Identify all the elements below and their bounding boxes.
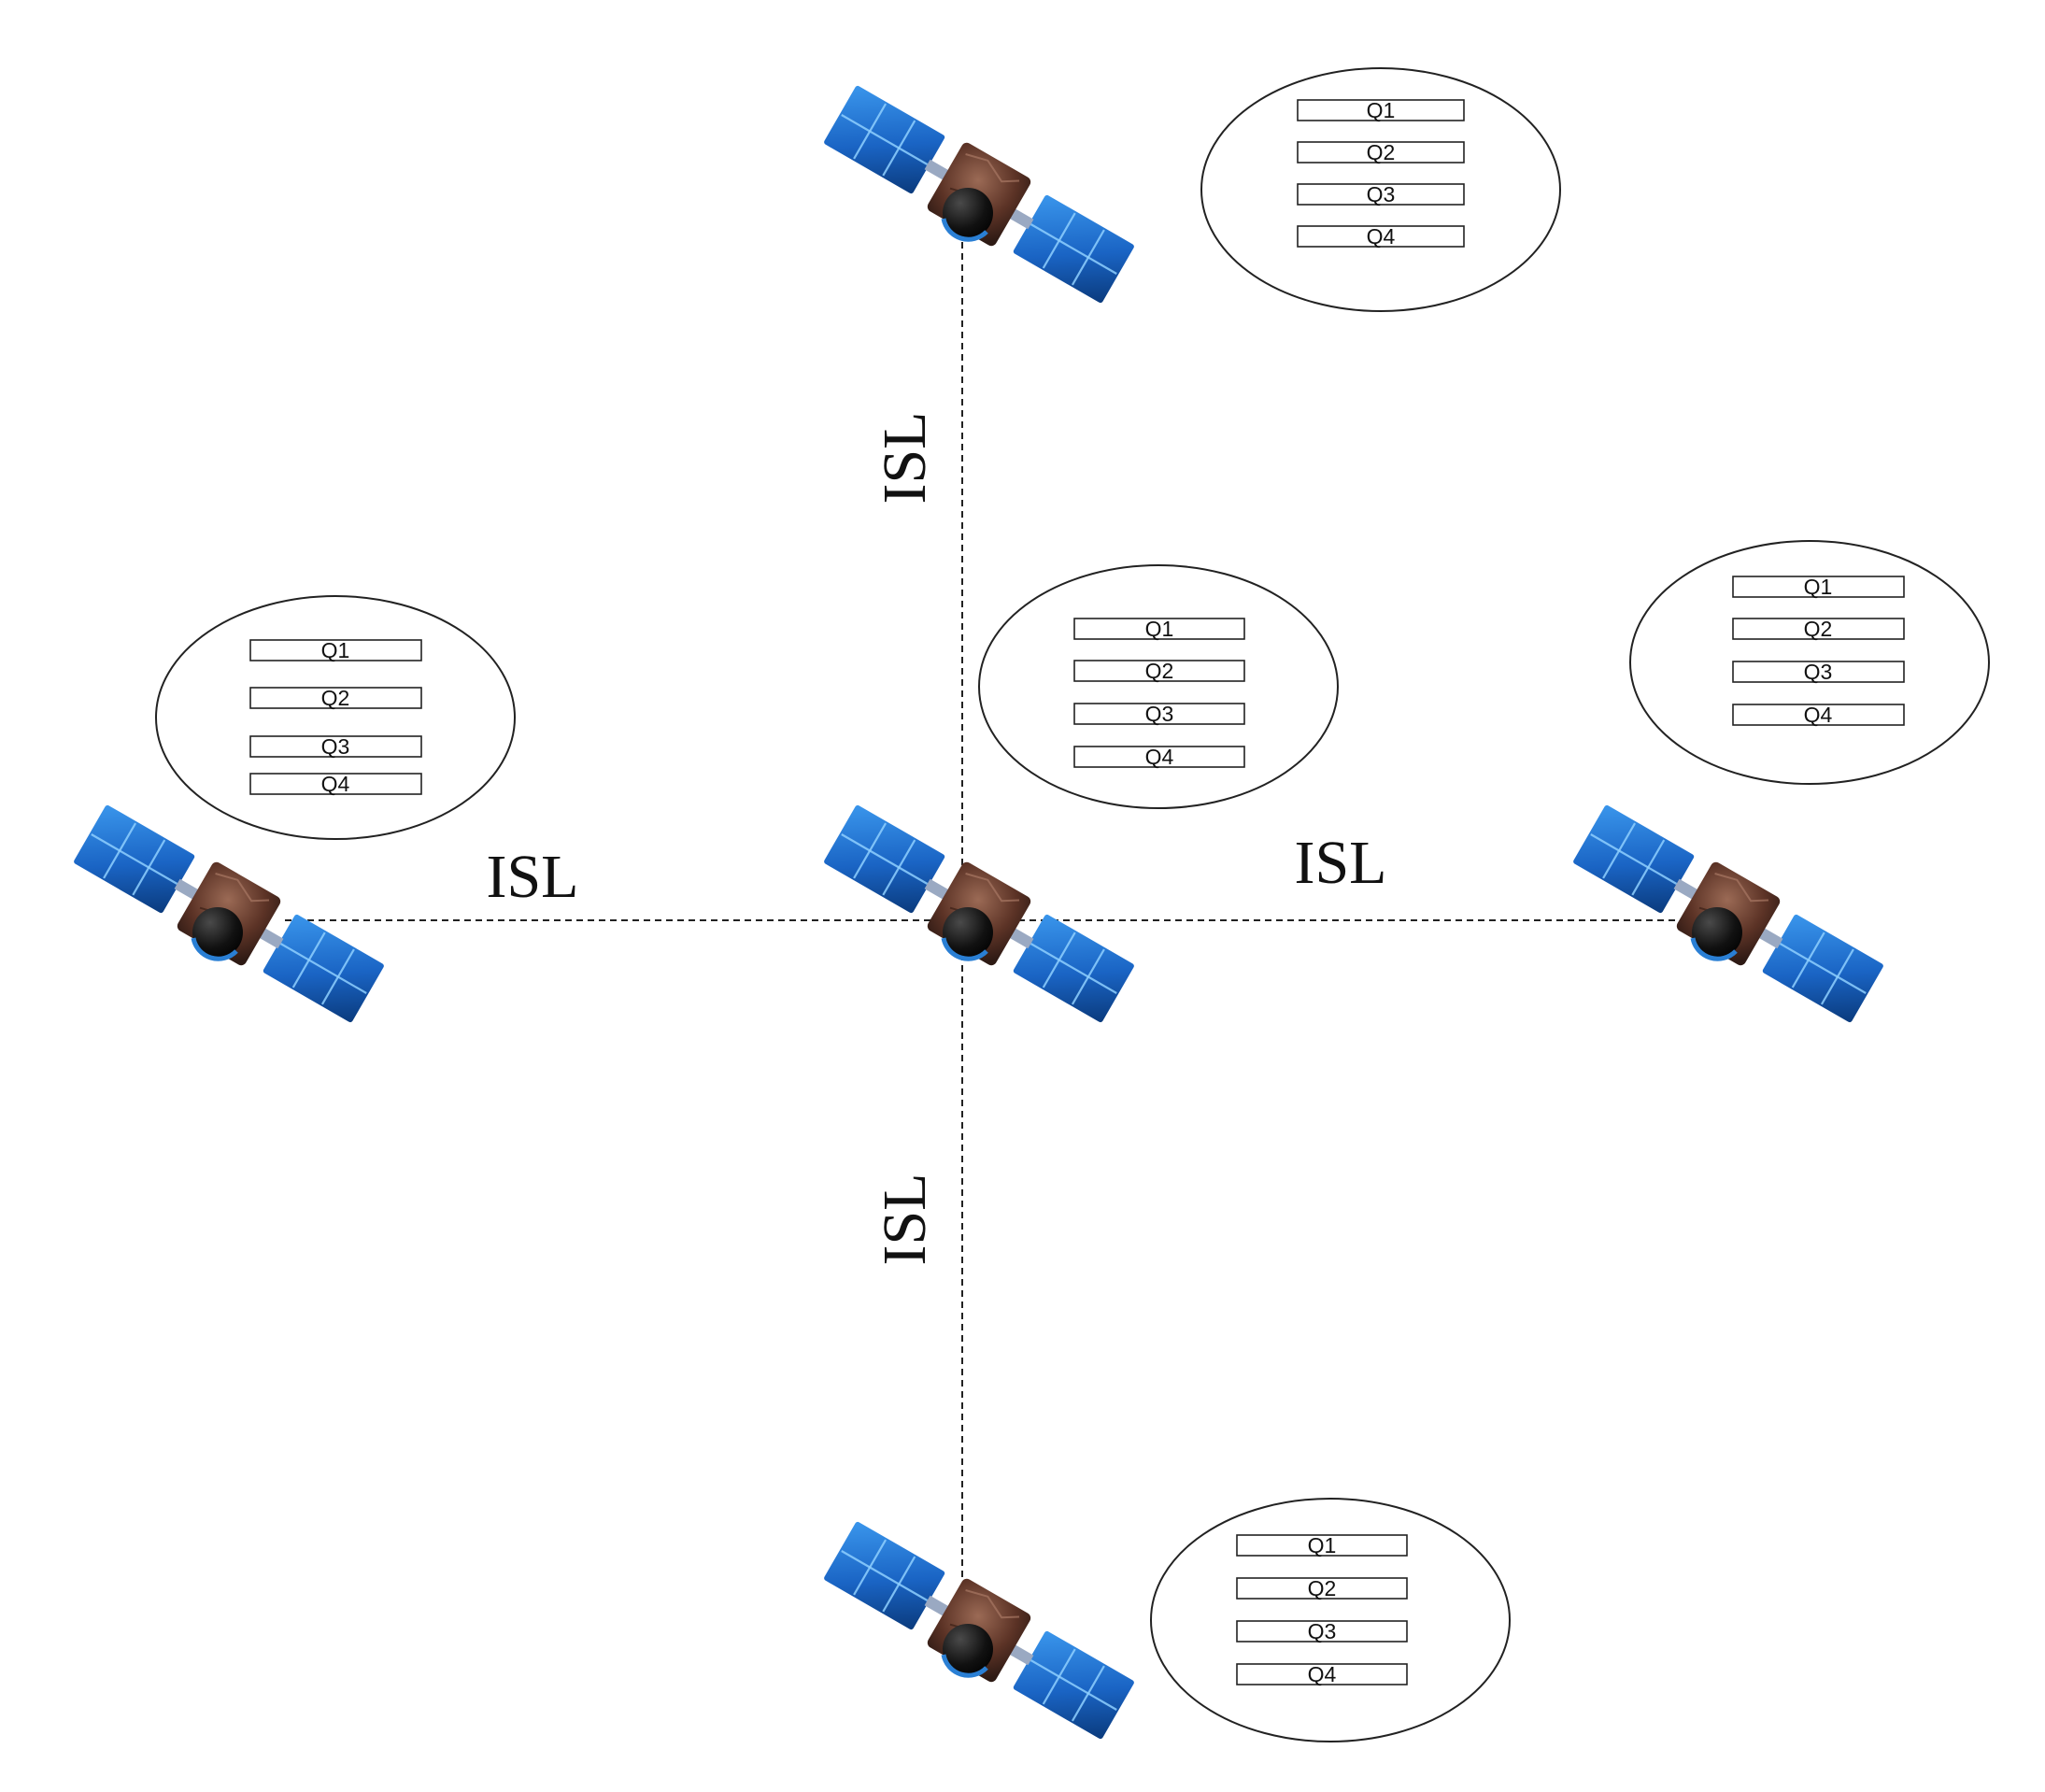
queue-label: Q3 — [1308, 1619, 1337, 1643]
queue-label: Q1 — [1804, 575, 1833, 599]
satellite-icon — [820, 80, 1138, 309]
queue-box — [1236, 1577, 1408, 1600]
satellite-icon — [70, 800, 388, 1029]
queue-box — [1297, 141, 1465, 164]
queue-label: Q1 — [321, 638, 350, 662]
queue-label: Q2 — [1804, 617, 1833, 641]
satellite-top — [820, 80, 1138, 309]
queue-box — [249, 639, 422, 661]
queue-box — [1732, 661, 1905, 683]
queue-label: Q1 — [1145, 617, 1174, 641]
queue-box — [1236, 1534, 1408, 1557]
queue-box — [1297, 225, 1465, 248]
queue-box — [1297, 183, 1465, 206]
queue-label: Q2 — [1308, 1576, 1337, 1600]
queue-bubble-center: Q1 Q2 Q3 Q4 — [978, 564, 1339, 809]
queue-bubble-bottom: Q1 Q2 Q3 Q4 — [1150, 1498, 1511, 1742]
queue-box — [1073, 703, 1245, 725]
queue-box — [1073, 660, 1245, 682]
queue-box — [1732, 576, 1905, 598]
isl-label-bottom: ISL — [871, 1173, 939, 1266]
queue-label: Q4 — [321, 772, 350, 796]
queue-label: Q3 — [321, 734, 350, 759]
queue-label: Q4 — [1145, 745, 1174, 769]
queue-box — [1297, 99, 1465, 121]
queue-bubble-left: Q1 Q2 Q3 Q4 — [155, 595, 516, 840]
isl-label-top: ISL — [871, 412, 939, 505]
satellite-icon — [820, 1516, 1138, 1745]
queue-box — [1073, 618, 1245, 640]
satellite-icon — [1569, 800, 1887, 1029]
queue-bubble-right: Q1 Q2 Q3 Q4 — [1629, 540, 1990, 785]
queue-box — [1236, 1620, 1408, 1643]
satellite-right — [1569, 800, 1887, 1029]
queue-label: Q4 — [1367, 224, 1396, 249]
queue-box — [249, 773, 422, 795]
queue-label: Q2 — [321, 686, 350, 710]
queue-label: Q4 — [1308, 1662, 1337, 1686]
isl-label-right: ISL — [1295, 829, 1387, 897]
queue-label: Q3 — [1145, 702, 1174, 726]
queue-label: Q3 — [1367, 182, 1396, 206]
queue-box — [249, 735, 422, 758]
queue-label: Q3 — [1804, 660, 1833, 684]
queue-box — [1073, 746, 1245, 768]
queue-label: Q4 — [1804, 703, 1833, 727]
queue-label: Q1 — [1367, 98, 1396, 122]
queue-box — [1732, 618, 1905, 640]
queue-box — [1732, 704, 1905, 726]
queue-box — [249, 687, 422, 709]
satellite-icon — [820, 800, 1138, 1029]
queue-label: Q1 — [1308, 1533, 1337, 1557]
queue-label: Q2 — [1367, 140, 1396, 164]
satellite-center — [820, 800, 1138, 1029]
queue-label: Q2 — [1145, 659, 1174, 683]
queue-box — [1236, 1663, 1408, 1685]
satellite-bottom — [820, 1516, 1138, 1745]
isl-label-left: ISL — [487, 843, 579, 911]
satellite-left — [70, 800, 388, 1029]
queue-bubble-top: Q1 Q2 Q3 Q4 — [1200, 67, 1561, 312]
